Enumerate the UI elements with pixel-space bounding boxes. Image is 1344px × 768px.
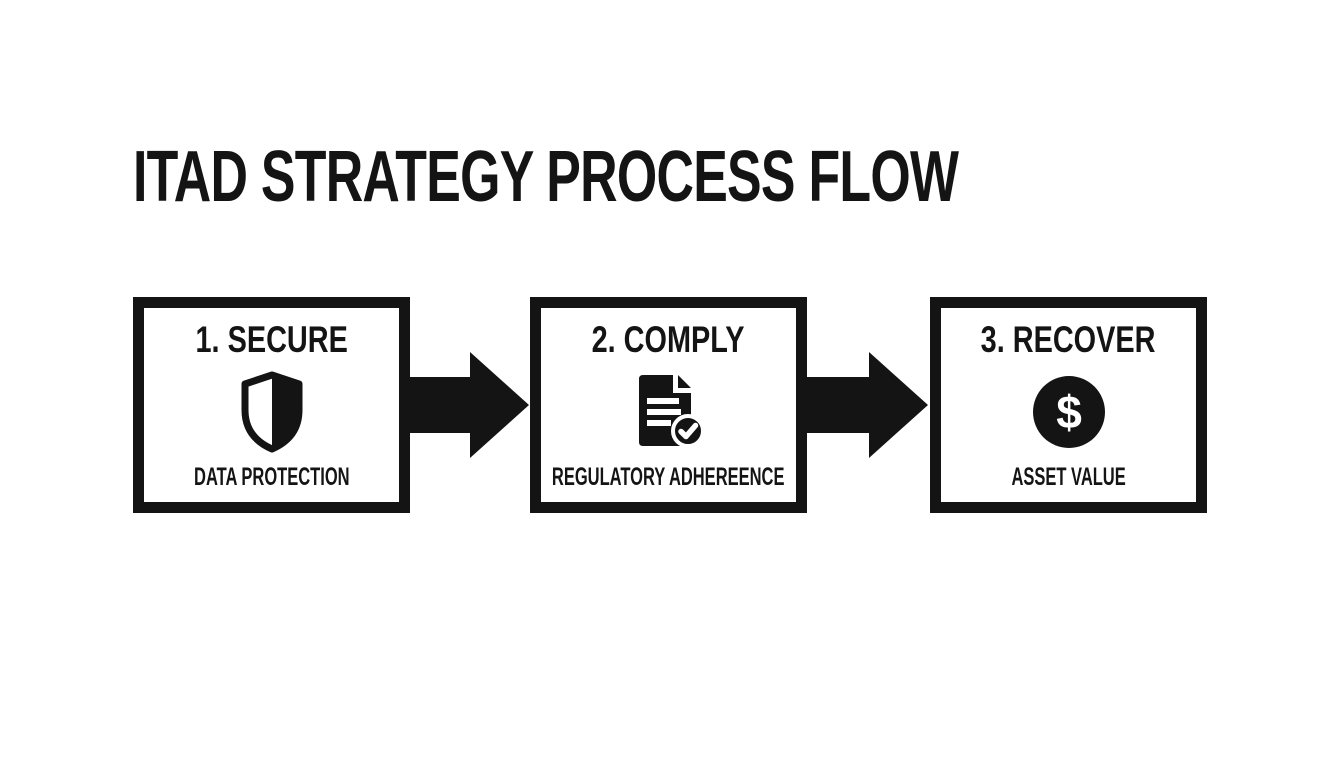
step-heading-secure: 1. SECURE bbox=[174, 319, 369, 360]
step-caption-comply: REGULATORY ADHEREENCE bbox=[492, 462, 844, 491]
step-caption-secure: DATA PROTECTION bbox=[154, 462, 390, 491]
arrow-right-icon bbox=[406, 352, 529, 458]
step-caption-comply-text: REGULATORY ADHEREENCE bbox=[552, 462, 785, 491]
page-title: ITAD STRATEGY PROCESS FLOW bbox=[133, 136, 1279, 218]
arrow-right-icon bbox=[805, 352, 928, 458]
step-heading-comply-text: 2. COMPLY bbox=[592, 319, 745, 360]
step-box-comply: 2. COMPLY REGULATORY ADHEREENCE bbox=[530, 297, 807, 513]
shield-half-icon bbox=[239, 360, 305, 464]
dollar-glyph: $ bbox=[1056, 386, 1082, 438]
step-heading-recover-text: 3. RECOVER bbox=[981, 319, 1156, 360]
step-caption-secure-text: DATA PROTECTION bbox=[193, 462, 350, 491]
step-heading-comply: 2. COMPLY bbox=[570, 319, 766, 360]
step-box-recover: 3. RECOVER $ ASSET VALUE bbox=[930, 297, 1207, 513]
step-heading-recover: 3. RECOVER bbox=[956, 319, 1180, 360]
step-heading-secure-text: 1. SECURE bbox=[195, 319, 348, 360]
dollar-circle-icon: $ bbox=[1032, 360, 1106, 464]
step-caption-recover: ASSET VALUE bbox=[982, 462, 1155, 491]
document-check-icon bbox=[632, 360, 706, 464]
step-caption-recover-text: ASSET VALUE bbox=[1011, 462, 1126, 491]
page-title-text: ITAD STRATEGY PROCESS FLOW bbox=[133, 137, 959, 217]
step-box-secure: 1. SECURE DATA PROTECTION bbox=[133, 297, 410, 513]
